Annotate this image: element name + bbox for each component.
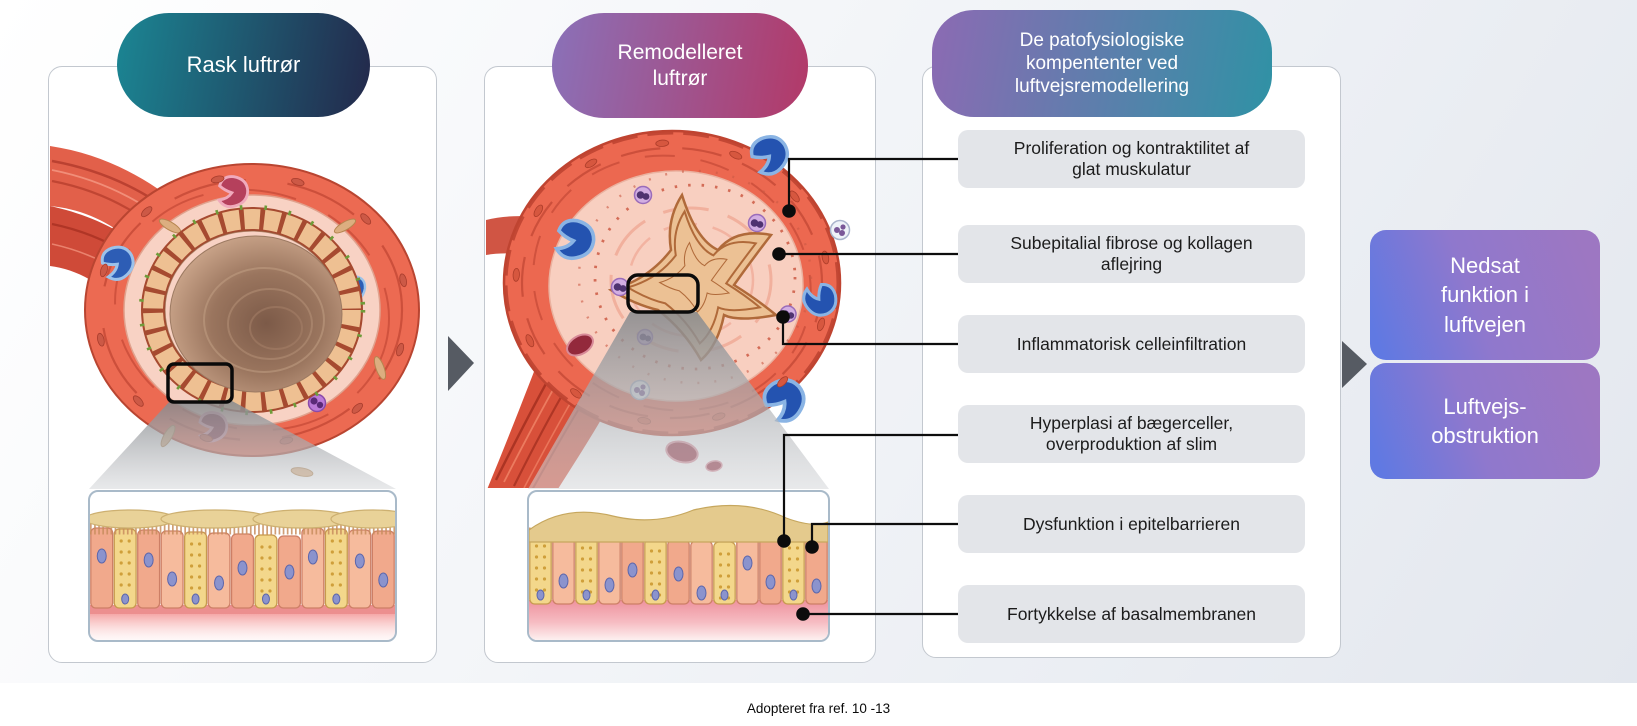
label-inflammatory-infiltration: Inflammatorisk celleinfiltration (958, 315, 1305, 373)
healthy-airway-illustration (50, 146, 420, 477)
pill-healthy-airway: Rask luftrør (117, 13, 370, 117)
label-subepithelial-fibrosis: Subepitalial fibrose og kollagen aflejri… (958, 225, 1305, 283)
label-basement-membrane: Fortykkelse af basalmembranen (958, 585, 1305, 643)
label-epithelial-barrier: Dysfunktion i epitelbarrieren (958, 495, 1305, 553)
label-goblet-hyperplasia: Hyperplasi af bægerceller, overproduktio… (958, 405, 1305, 463)
pill-pathophysiologic-components: De patofysiologiske kompententer ved luf… (932, 10, 1272, 117)
reference-caption: Adopteret fra ref. 10 -13 (746, 701, 891, 716)
healthy-epithelium-illustration (90, 509, 395, 640)
healthy-epithelium-inset (88, 490, 397, 642)
remodeled-epithelium-illustration (529, 504, 828, 640)
label-smooth-muscle: Proliferation og kontraktilitet af glat … (958, 130, 1305, 188)
outcome-reduced-function: Nedsat funktion i luftvejen (1370, 230, 1600, 360)
remodeled-epithelium-inset (527, 490, 830, 642)
remodeled-airway-illustration (486, 129, 851, 488)
outcome-airway-obstruction: Luftvejs- obstruktion (1370, 363, 1600, 479)
pill-remodeled-airway: Remodelleret luftrør (552, 13, 808, 118)
